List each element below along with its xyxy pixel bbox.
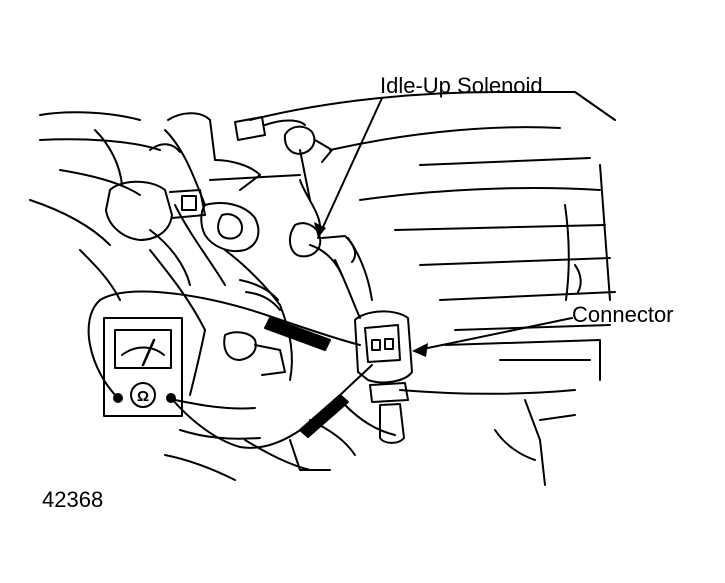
meter-terminal-right: [166, 393, 176, 403]
label-connector: Connector: [572, 302, 674, 327]
air-hose: [149, 129, 293, 396]
idle-up-solenoid: [288, 222, 373, 319]
test-leads: [87, 290, 373, 449]
leader-lines: [317, 97, 573, 351]
throttle-linkage: [209, 116, 333, 226]
figure-number: 42368: [42, 487, 104, 512]
meter-terminal-left: [113, 393, 123, 403]
connector-arrowhead: [412, 343, 428, 357]
label-idle-up-solenoid: Idle-Up Solenoid: [380, 73, 543, 98]
ohmmeter: [103, 317, 183, 417]
intake-manifold: [249, 91, 616, 486]
solenoid-arrowhead: [314, 222, 326, 238]
solenoid-connector: [354, 310, 413, 444]
throttle-body: [29, 111, 260, 301]
ohm-symbol: Ω: [137, 388, 149, 405]
sensor-connector: [105, 180, 206, 241]
